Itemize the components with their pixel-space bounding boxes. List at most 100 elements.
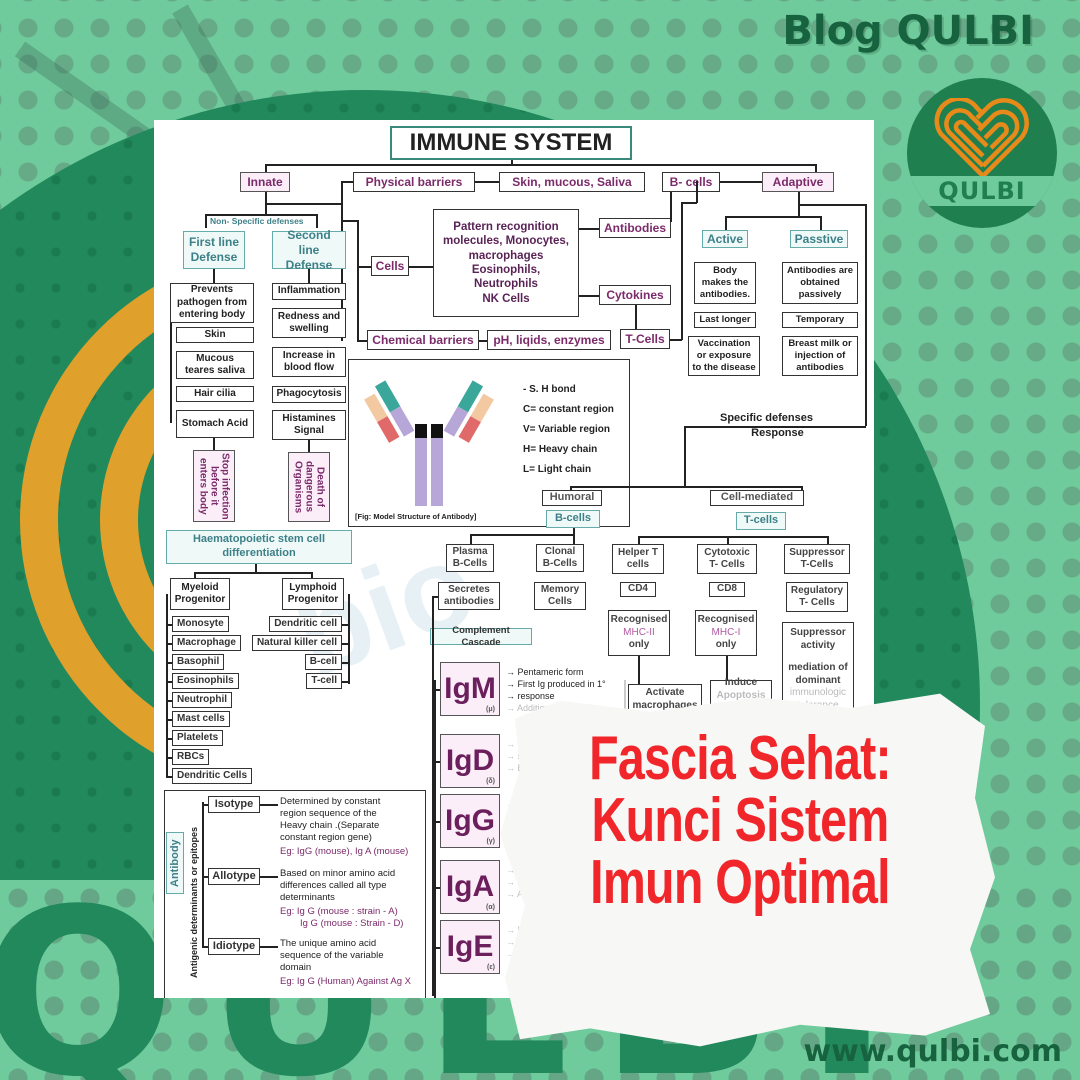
description-line: Determined by constant [280, 796, 381, 807]
memory-cells: Memory Cells [534, 582, 586, 610]
headline-line-2: Kunci Sistem [591, 786, 889, 855]
website-url-link[interactable]: www.qulbi.com [803, 1034, 1062, 1069]
cell-mediated-node: Cell-mediated [710, 490, 804, 506]
qulbi-logo[interactable]: QULBI [907, 78, 1057, 228]
connector [434, 947, 440, 949]
example: Eg: IgG (mouse), Ig A (mouse) [280, 846, 409, 857]
ig-chain-tag: (μ) [486, 706, 495, 713]
regulatory-t-cells: Regulatory T- Cells [786, 582, 848, 612]
antibodies-node: Antibodies [599, 218, 671, 238]
antigenic-determinants-label: Antigenic determinants or epitopes [189, 826, 199, 978]
cell-mediated-t-cells: T-cells [736, 512, 786, 530]
non-specific-defenses-label: Non- Specific defenses [210, 216, 304, 226]
description-line: sequence of the variable [280, 950, 384, 961]
cd8-marker: CD8 [709, 582, 745, 597]
complement-cascade: Complement Cascade [430, 625, 532, 648]
antibody-label: Antibody [166, 832, 184, 894]
headline-line-1: Fascia Sehat: [589, 724, 891, 793]
second-line-histamines: Histamines Signal [272, 410, 346, 440]
plasma-b-cells: Plasma B-Cells [446, 544, 494, 572]
ig-chain-tag: (γ) [486, 838, 495, 845]
adaptive-node: Adaptive [762, 172, 834, 192]
first-line-hair-cilia: Hair cilia [176, 386, 254, 402]
immunoglobulin-ige: IgE(ε) [440, 920, 500, 974]
ig-chain-tag: (δ) [486, 778, 495, 785]
clonal-b-cells: Clonal B-Cells [536, 544, 584, 572]
connector [342, 624, 348, 626]
second-line-inflammation: Inflammation [272, 283, 346, 300]
second-line-outcome: Death of dangerous Organisms [288, 452, 330, 522]
active-item-1: Body makes the antibodies. [694, 262, 756, 304]
antibody-y-shape-icon [364, 380, 494, 506]
passive-immunity: Passtive [790, 230, 848, 248]
immunoglobulin-igg: IgG(γ) [440, 794, 500, 848]
immunoglobulin-igm: IgM(μ) [440, 662, 500, 716]
example: Ig G (mouse : Strain - D) [300, 918, 404, 929]
ig-chain-tag: (ε) [487, 964, 495, 971]
myeloid-item: RBCs [172, 749, 210, 765]
chemical-barriers-node: Chemical barriers [367, 330, 479, 350]
lymphoid-item: T-cell [306, 673, 342, 689]
ig-chain-tag: (α) [486, 904, 495, 911]
connector [342, 643, 348, 645]
connector [166, 662, 172, 664]
antibody-type-isotype: Isotype [208, 796, 260, 813]
connector [166, 719, 172, 721]
myeloid-item: Mast cells [172, 711, 230, 727]
connector [342, 662, 348, 664]
myeloid-item: Neutrophil [172, 692, 232, 708]
connector [342, 681, 348, 683]
humoral-node: Humoral [542, 490, 602, 506]
logo-band [907, 176, 1057, 206]
description-line: The unique amino acid [280, 938, 377, 949]
description-line: differences called all type [280, 880, 387, 891]
connector [166, 681, 172, 683]
myeloid-item: Macrophage [172, 635, 241, 651]
b-cells-node: B- cells [662, 172, 720, 192]
connector [434, 821, 440, 823]
helper-t-cells: Helper T cells [612, 544, 664, 574]
antibody-type-allotype: Allotype [208, 868, 260, 885]
second-line-blood-flow: Increase in blood flow [272, 347, 346, 377]
first-line-mucous: Mucous teares saliva [176, 351, 254, 379]
headline-brush-backdrop [500, 693, 995, 1047]
arrow [260, 876, 278, 878]
myeloid-item: Platelets [172, 730, 224, 746]
connector [202, 876, 208, 878]
second-line-redness: Redness and swelling [272, 308, 346, 338]
connector [434, 887, 440, 889]
active-immunity: Active [702, 230, 748, 248]
active-item-3: Vaccination or exposure to the disease [688, 336, 760, 376]
first-line-outcome: Stop infection before it enters body [193, 450, 235, 522]
description-line: constant region gene) [280, 832, 372, 843]
note-line: → response [506, 691, 555, 702]
antibody-type-idiotype: Idiotype [208, 938, 260, 955]
myeloid-item: Monosyte [172, 616, 229, 632]
second-line-phagocytosis: Phagocytosis [272, 386, 346, 403]
connector [166, 738, 172, 740]
note-line: → First Ig produced in 1° [506, 679, 606, 690]
description-line: domain [280, 962, 312, 973]
physical-barriers-node: Physical barriers [353, 172, 475, 192]
myeloid-item: Basophil [172, 654, 225, 670]
example: Eg: Ig G (mouse : strain - A) [280, 906, 398, 917]
figure-caption: [Fig: Model Structure of Antibody] [355, 512, 477, 521]
connector [202, 804, 208, 806]
cd4-marker: CD4 [620, 582, 656, 597]
secretes-antibodies: Secretes antibodies [438, 582, 500, 610]
passive-item-2: Temporary [782, 312, 858, 328]
cytotoxic-t-cells: Cytotoxic T- Cells [697, 544, 757, 574]
connector [166, 643, 172, 645]
connector [202, 946, 208, 948]
connector [434, 689, 440, 691]
description-line: region sequence of the [280, 808, 377, 819]
connector [166, 776, 172, 778]
diagram-title: IMMUNE SYSTEM [390, 126, 632, 160]
lymphoid-item: Natural killer cell [251, 635, 342, 651]
